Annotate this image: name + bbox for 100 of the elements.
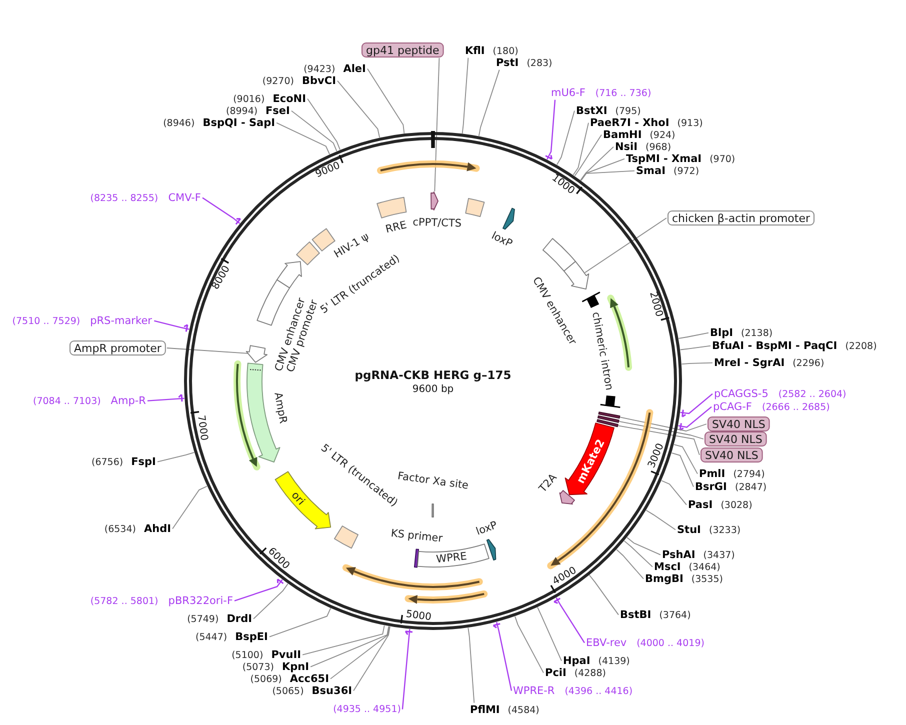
cut-site-position: (2208) [845,340,877,352]
primer-name: pCAG-F [713,400,752,413]
scale-label: 9000 [314,160,342,180]
feature-label: KS primer [390,527,444,545]
cut-site-position: (9423) [304,64,336,75]
cut-site-position: (795) [615,106,641,117]
cut-site-position: (2847) [735,482,767,493]
leader-line [154,320,190,332]
leader-line [157,452,195,462]
primer-name: Amp-R [110,394,146,407]
leader-line [492,622,512,691]
leader-line [478,69,500,136]
leader-line [572,122,589,176]
cut-site-position: (5073) [242,662,274,673]
leader-line [253,583,288,620]
cut-site-position: (968) [646,142,672,153]
enzyme-name: BsrGI [695,480,727,493]
feature-callout: SV40 NLS [704,432,767,446]
enzyme-name: KpnI [282,660,310,673]
cut-site-position: (8946) [163,118,195,129]
primer-position: (4935 .. 4951) [333,704,401,715]
primer-position: (5782 .. 5801) [90,596,158,607]
leader-line [202,197,242,225]
cut-site-position: (3464) [688,562,720,573]
enzyme-name: PciI [545,666,566,679]
primer-position: (7510 .. 7529) [12,316,80,327]
leader-line [310,626,390,668]
enzyme-name: BfuAI - BspMI - PaqCI [712,340,838,352]
cut-site-position: (972) [674,166,700,177]
enzyme-name: AhdI [144,522,172,535]
leader-line [588,574,619,616]
primer-position: (716 .. 736) [595,88,652,99]
cut-site-position: (5065) [272,686,304,697]
feature-label: chimeric intron [590,311,616,392]
feature-label: T2A [536,472,560,495]
leader-line [544,100,556,160]
enzyme-name: PaeR7I - XhoI [590,116,670,129]
cut-site-position: (3437) [703,550,735,561]
leader-line [556,110,575,166]
leader-line [553,597,585,644]
feature-label: RRE [384,219,408,236]
enzyme-name: Acc65I [290,672,329,685]
enzyme-name: DrdI [226,612,252,625]
enzyme-name: BamHI [603,128,642,141]
leader-line [514,616,544,674]
cut-site-position: (3028) [720,500,752,511]
leader-line [674,444,698,474]
enzyme-name: FseI [266,104,290,117]
cut-site-position: (5100) [232,650,264,661]
leader-line [434,58,440,192]
enzyme-name: BlpI [710,326,734,339]
cut-site-position: (5447) [196,632,228,643]
enzyme-name: BmgBI [645,572,684,585]
cut-site-position: (924) [650,130,676,141]
scale-label: 5000 [405,608,432,624]
leader-line [580,146,614,181]
cut-site-position: (970) [710,154,736,165]
leader-line [367,68,405,134]
feature-label: WPRE [436,550,468,566]
primer-name: mU6-F [551,86,586,99]
feature-callout: SV40 NLS [708,416,770,432]
leader-line [353,626,390,692]
scale-label: 7000 [195,414,210,442]
cut-site-position: (6756) [92,456,124,468]
leader-line [269,608,332,638]
leader-line [680,393,713,418]
scale-label: 4000 [550,565,578,588]
enzyme-name: HpaI [563,654,590,667]
cut-site-position: (4584) [508,704,540,716]
leader-line [584,218,667,274]
leader-line [468,627,475,704]
leader-line [624,540,653,568]
enzyme-name: Bsu36I [312,684,352,697]
cut-site-position: (3764) [659,610,691,621]
scale-label: 2000 [647,290,664,318]
primer-name: CMV-F [168,192,201,204]
cut-site-position: (2296) [792,358,824,369]
feature-label: Factor Xa site [396,470,470,492]
enzyme-name: BspEI [235,630,268,643]
leader-line [291,110,338,152]
leader-line [172,486,208,530]
leader-line [302,625,385,656]
primer-name: pCAGGS-5 [714,388,768,400]
enzyme-name: PstI [496,56,519,69]
enzyme-name: SmaI [636,164,666,177]
leader-line [462,57,469,134]
leader-line [680,345,711,350]
leader-line [234,578,284,602]
cut-site-position: (5749) [187,614,219,625]
feature-callout: SV40 NLS [700,448,763,462]
enzyme-name: AleI [343,62,366,75]
primer-position: (8235 .. 8255) [90,192,158,204]
leader-line [330,626,390,680]
cut-site-position: (283) [526,58,552,69]
leader-line [147,394,184,402]
enzyme-name: BstXI [576,104,608,117]
leader-line [678,332,709,339]
leader-line [337,80,380,138]
leader-line [276,122,330,155]
cut-site-position: (6534) [104,524,136,535]
